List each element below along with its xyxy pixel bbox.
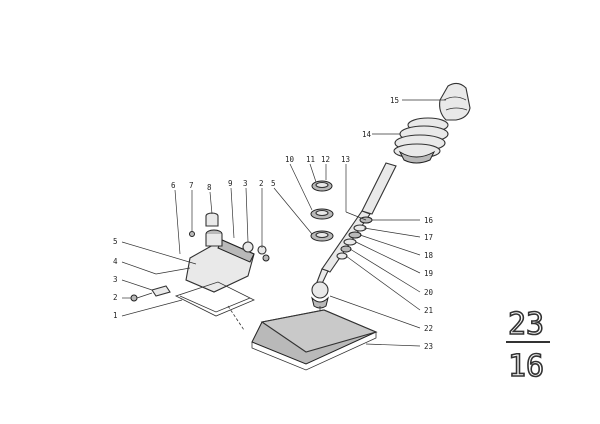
group-number-bottom: 16 — [508, 349, 544, 384]
callout-9: 9 — [228, 179, 233, 188]
callout-21: 21 — [424, 306, 433, 315]
leader-lines — [121, 99, 446, 347]
callout-5a: 5 — [271, 179, 276, 188]
group-number-top: 23 — [508, 307, 544, 342]
callout-3: 3 — [113, 275, 118, 284]
callout-20: 20 — [424, 288, 434, 297]
shift-knob — [439, 82, 471, 121]
base-plate — [251, 309, 378, 371]
callout-6: 6 — [171, 181, 176, 190]
callout-4: 4 — [113, 257, 118, 266]
callout-11: 11 — [306, 155, 315, 164]
callout-3a: 3 — [243, 179, 248, 188]
callout-2: 2 — [113, 293, 118, 302]
callout-2a: 2 — [259, 179, 264, 188]
callout-14: 14 — [362, 130, 372, 139]
callout-5: 5 — [113, 237, 118, 246]
callout-22: 22 — [424, 324, 433, 333]
callout-15: 15 — [390, 96, 399, 105]
callout-10: 10 — [285, 155, 295, 164]
washers — [310, 180, 334, 242]
callout-19: 19 — [424, 269, 433, 278]
callout-16: 16 — [424, 216, 434, 225]
callout-1: 1 — [113, 311, 118, 320]
group-number: 23 16 — [506, 306, 550, 385]
callout-labels: 15 14 13 12 11 10 5 2 3 9 8 7 6 5 4 3 2 … — [113, 96, 434, 351]
lever-springs — [336, 216, 373, 260]
callout-7: 7 — [189, 181, 194, 190]
callout-23: 23 — [424, 342, 433, 351]
callout-17: 17 — [424, 233, 433, 242]
callout-13: 13 — [341, 155, 350, 164]
shift-housing — [130, 212, 270, 331]
callout-8: 8 — [207, 183, 212, 192]
callout-18: 18 — [424, 251, 434, 260]
shift-boot — [393, 117, 449, 164]
callout-12: 12 — [321, 155, 330, 164]
